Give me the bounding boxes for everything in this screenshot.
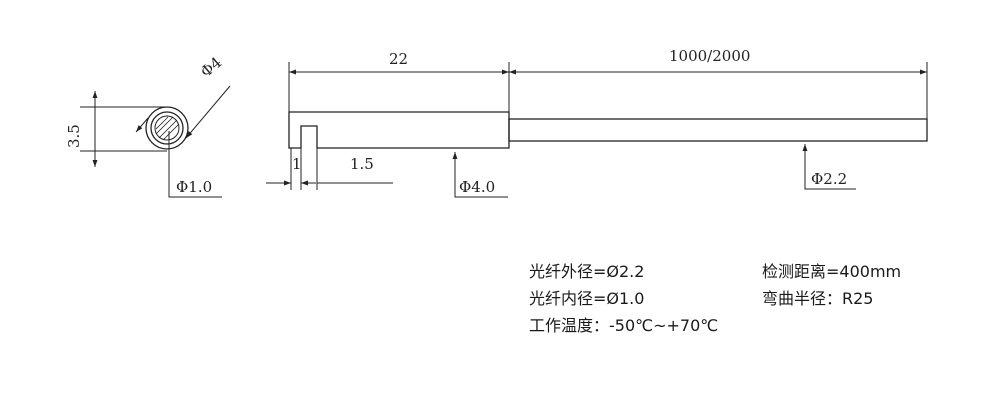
core-hatch (155, 116, 180, 141)
core-leader (168, 131, 222, 198)
slot-width-label: 1 (292, 155, 302, 173)
end-core-circle (154, 115, 180, 141)
cable-length-label: 1000/2000 (669, 47, 750, 65)
end-height-label: 3.5 (65, 124, 83, 148)
head-diameter-label: Φ4.0 (459, 178, 495, 196)
core-diameter-label: Φ1.0 (176, 178, 212, 196)
cable-diameter-label: Φ2.2 (811, 170, 847, 188)
slot-depth-label: 1.5 (350, 155, 374, 173)
diameter-leader (185, 85, 231, 139)
spec-outer-diameter: 光纤外径=Ø2.2 (529, 262, 645, 281)
spec-bend-radius: 弯曲半径：R25 (762, 289, 874, 308)
cable-diameter-leader (804, 146, 856, 190)
spec-detect-distance: 检测距离=400mm (762, 262, 902, 281)
end-outer-circle (145, 106, 189, 150)
end-view (80, 85, 231, 198)
head-length-label: 22 (389, 50, 408, 68)
fiber-cable-outline (508, 118, 928, 142)
spec-inner-diameter: 光纤内径=Ø1.0 (529, 289, 645, 308)
end-diameter-label: Φ4 (197, 53, 225, 81)
sensor-head-outline (288, 111, 510, 149)
spec-temperature: 工作温度：-50℃~+70℃ (529, 316, 719, 335)
head-diameter-leader (454, 154, 508, 198)
end-ring-circle (150, 111, 184, 145)
side-view (266, 62, 928, 198)
